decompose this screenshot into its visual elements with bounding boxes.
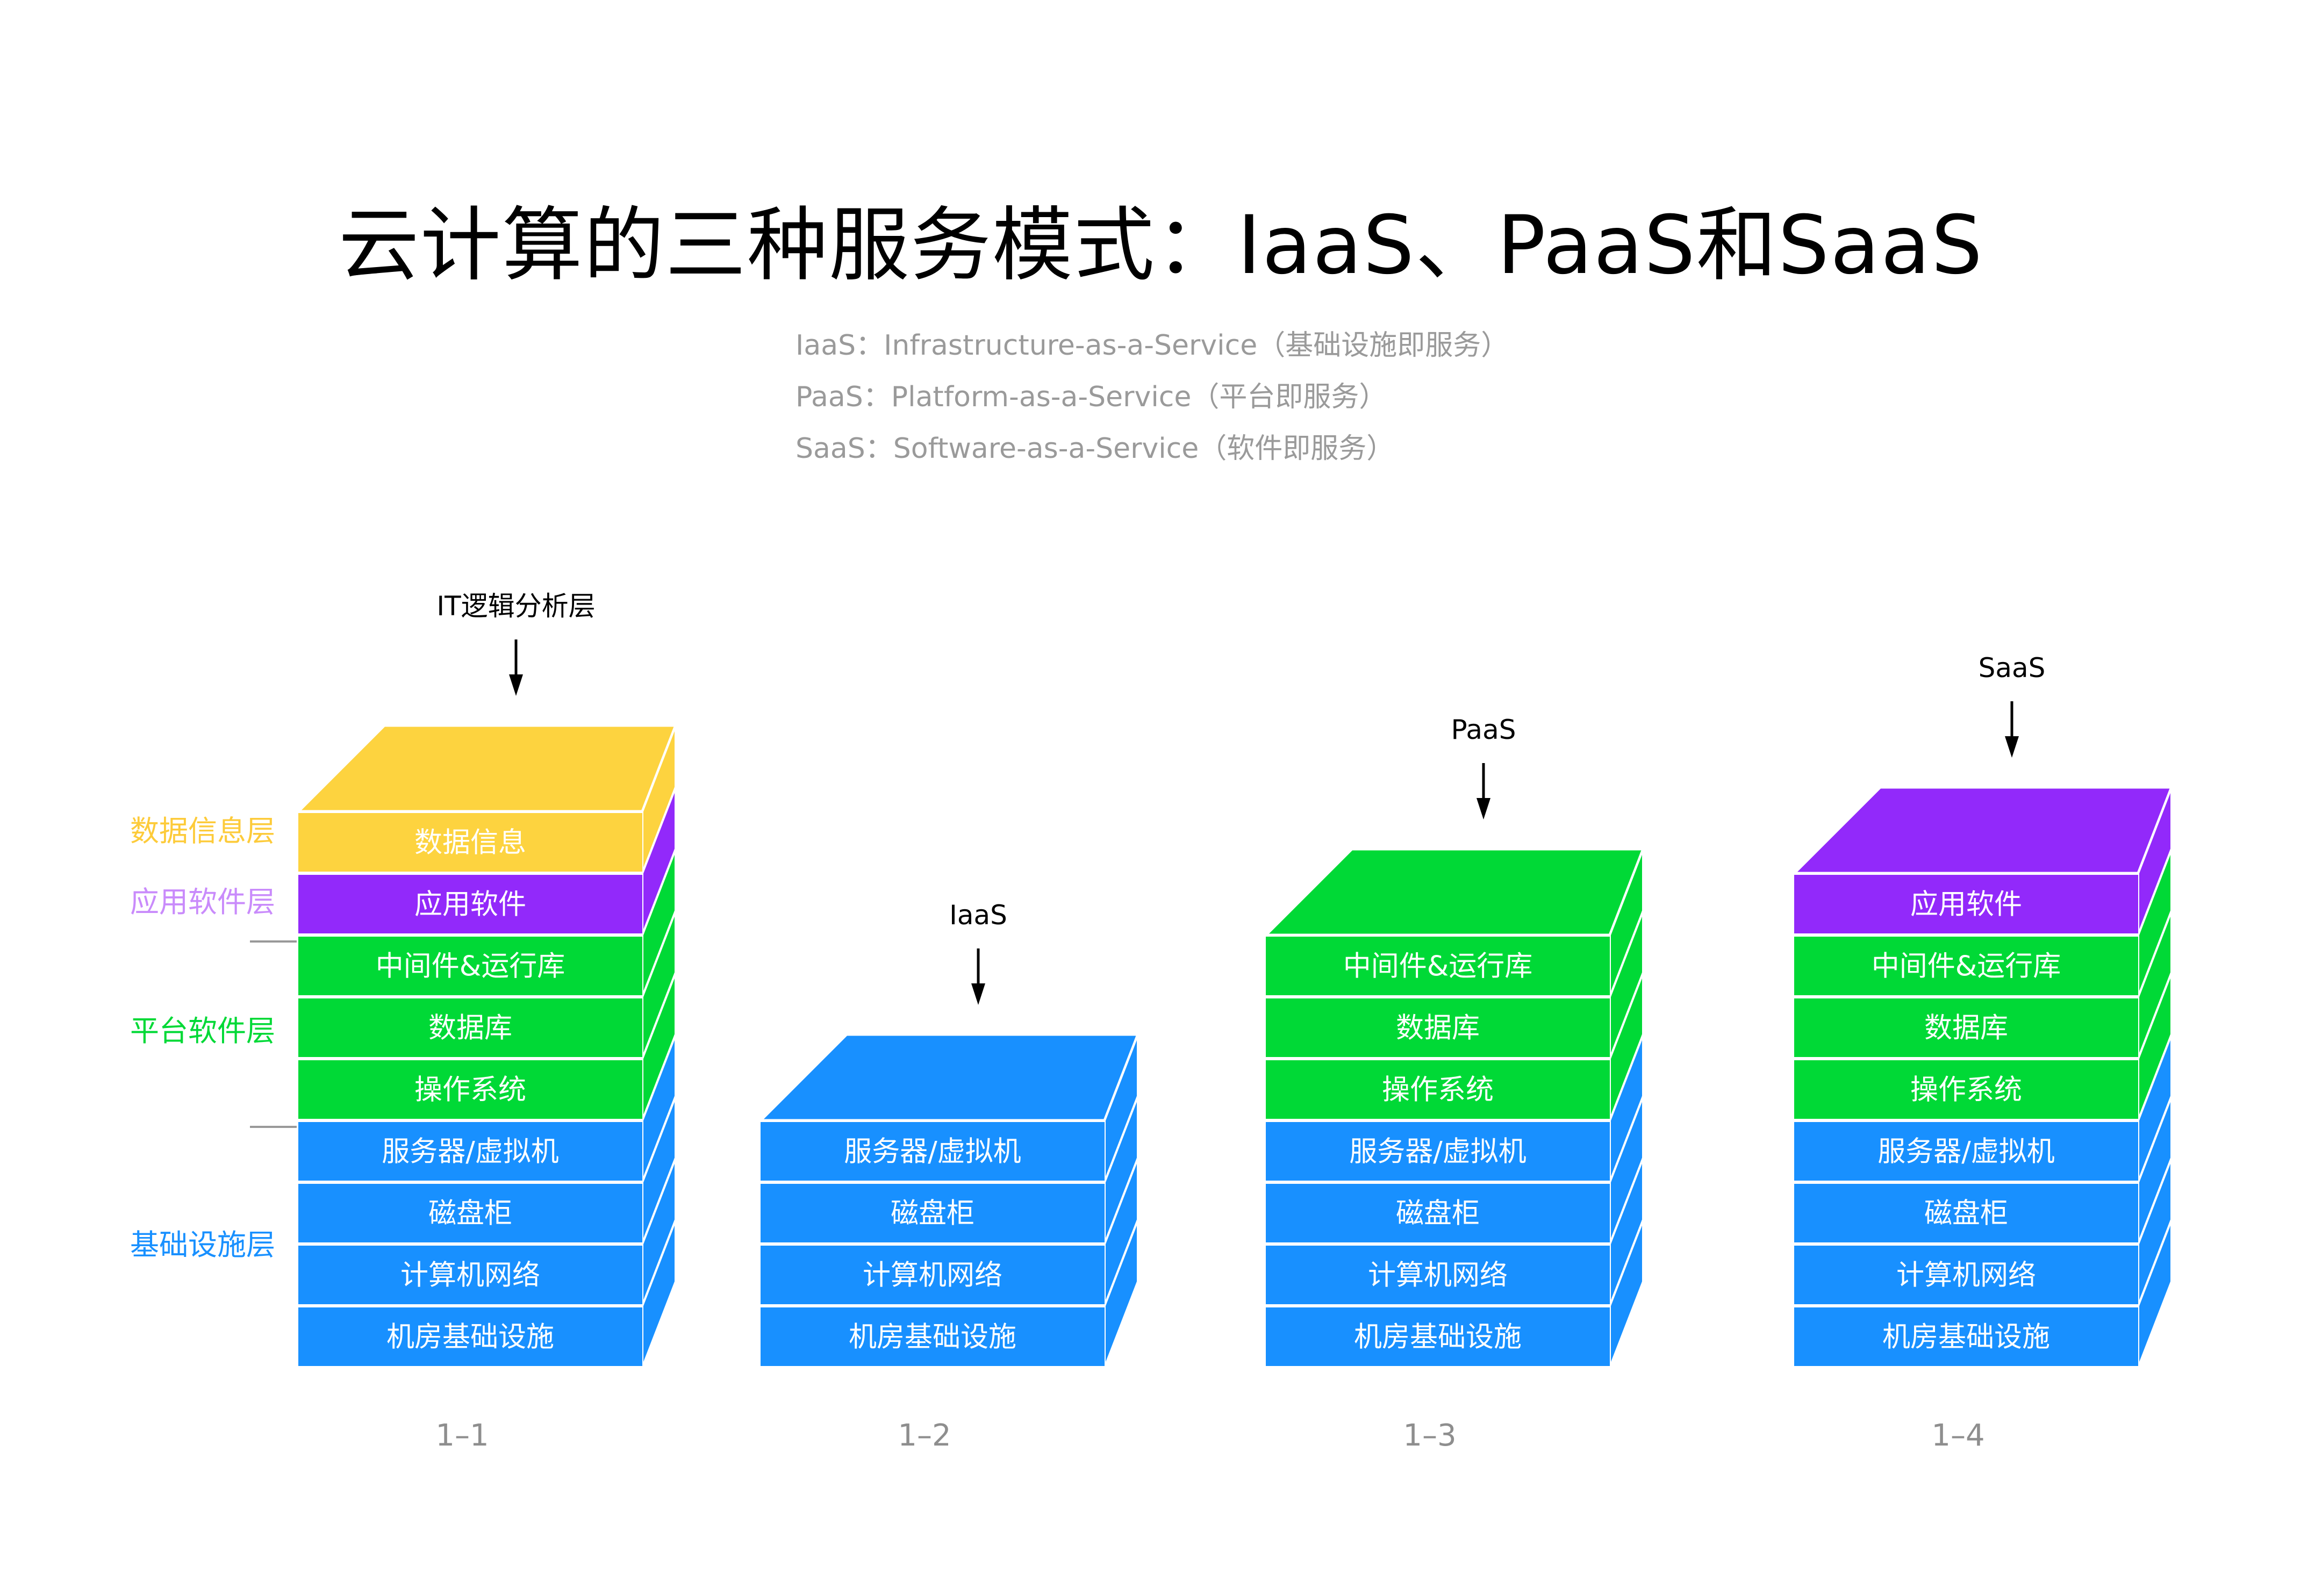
layer-infra bbox=[1794, 1184, 2138, 1242]
layer-label: 中间件&运行库 bbox=[1872, 951, 2061, 983]
layer-infra bbox=[1794, 1122, 2138, 1181]
layer-label: 中间件&运行库 bbox=[376, 951, 565, 983]
layer-label: 机房基础设施 bbox=[1354, 1321, 1522, 1354]
layer-label: 数据信息 bbox=[414, 827, 526, 859]
side-label-infra: 基础设施层 bbox=[130, 1228, 275, 1262]
side-label-app: 应用软件层 bbox=[130, 885, 275, 919]
layer-infra bbox=[298, 1307, 642, 1366]
layer-infra bbox=[298, 1184, 642, 1242]
definition-saas: SaaS：Software-as-a-Service（软件即服务） bbox=[796, 433, 1395, 465]
layer-label: 磁盘柜 bbox=[428, 1198, 512, 1230]
layer-label: 操作系统 bbox=[1910, 1074, 2022, 1106]
layer-label: 应用软件 bbox=[1910, 889, 2022, 921]
layer-infra bbox=[1266, 1307, 1610, 1366]
stack-caption: 1–1 bbox=[435, 1418, 489, 1453]
layer-label: 服务器/虚拟机 bbox=[1877, 1136, 2055, 1168]
layer-label: 磁盘柜 bbox=[1396, 1198, 1480, 1230]
arrow-head-icon bbox=[971, 983, 985, 1005]
layer-label: 操作系统 bbox=[1382, 1074, 1494, 1106]
stack-caption: 1–3 bbox=[1403, 1418, 1456, 1453]
layer-label: 中间件&运行库 bbox=[1343, 951, 1533, 983]
callout-label: IaaS bbox=[949, 900, 1007, 931]
stack-top-face bbox=[1262, 847, 1645, 937]
layer-platform bbox=[1266, 937, 1610, 995]
callout-label: SaaS bbox=[1979, 652, 2046, 684]
side-label-platform: 平台软件层 bbox=[130, 1014, 275, 1048]
layer-platform bbox=[1794, 937, 2138, 995]
definitions-list: IaaS：Infrastructure-as-a-Service（基础设施即服务… bbox=[796, 320, 1509, 475]
layer-platform bbox=[298, 937, 642, 995]
arrow-head-icon bbox=[2005, 736, 2019, 758]
definition-iaas: IaaS：Infrastructure-as-a-Service（基础设施即服务… bbox=[796, 329, 1509, 362]
layer-platform bbox=[1794, 1060, 2138, 1119]
layer-infra bbox=[1794, 1307, 2138, 1366]
layer-label: 磁盘柜 bbox=[1924, 1198, 2008, 1230]
layer-label: 数据库 bbox=[428, 1012, 512, 1045]
layer-label: 应用软件 bbox=[414, 889, 526, 921]
layer-app bbox=[1794, 875, 2138, 933]
layer-label: 计算机网络 bbox=[1368, 1260, 1508, 1292]
layer-label: 数据库 bbox=[1396, 1012, 1480, 1045]
layer-platform bbox=[298, 1060, 642, 1119]
stack-1-1: 数据信息应用软件中间件&运行库数据库操作系统服务器/虚拟机磁盘柜计算机网络机房基… bbox=[295, 591, 678, 1453]
layer-label: 服务器/虚拟机 bbox=[1349, 1136, 1526, 1168]
layer-data bbox=[298, 813, 642, 872]
stack-top-face bbox=[1790, 786, 2174, 875]
layer-label: 机房基础设施 bbox=[849, 1321, 1016, 1354]
layer-infra bbox=[298, 1246, 642, 1304]
layer-label: 服务器/虚拟机 bbox=[844, 1136, 1021, 1168]
stack-top-face bbox=[757, 1033, 1140, 1122]
layer-infra bbox=[1794, 1246, 2138, 1304]
layer-infra bbox=[1266, 1184, 1610, 1242]
layer-app bbox=[298, 875, 642, 933]
page-title: 云计算的三种服务模式：IaaS、PaaS和SaaS bbox=[338, 199, 1984, 292]
layer-label: 操作系统 bbox=[414, 1074, 526, 1106]
stack-top-face bbox=[295, 724, 678, 813]
callout-label: PaaS bbox=[1451, 714, 1516, 745]
stack-caption: 1–4 bbox=[1931, 1418, 1984, 1453]
layer-label: 机房基础设施 bbox=[1882, 1321, 2050, 1354]
layer-platform bbox=[1794, 998, 2138, 1057]
layer-infra bbox=[761, 1307, 1105, 1366]
layer-infra bbox=[761, 1246, 1105, 1304]
side-label-data: 数据信息层 bbox=[130, 814, 275, 848]
layer-platform bbox=[1266, 998, 1610, 1057]
layer-infra bbox=[1266, 1246, 1610, 1304]
layer-label: 计算机网络 bbox=[1896, 1260, 2036, 1292]
layer-infra bbox=[761, 1184, 1105, 1242]
arrow-head-icon bbox=[509, 674, 523, 696]
layer-label: 计算机网络 bbox=[863, 1260, 1002, 1292]
definition-paas: PaaS：Platform-as-a-Service（平台即服务） bbox=[796, 381, 1387, 413]
layer-label: 服务器/虚拟机 bbox=[382, 1136, 559, 1168]
layer-label: 计算机网络 bbox=[400, 1260, 540, 1292]
layer-platform bbox=[1266, 1060, 1610, 1119]
layer-platform bbox=[298, 998, 642, 1057]
callout-label: IT逻辑分析层 bbox=[436, 591, 595, 622]
layer-infra bbox=[761, 1122, 1105, 1181]
arrow-head-icon bbox=[1477, 798, 1490, 819]
layer-label: 数据库 bbox=[1924, 1012, 2008, 1045]
layer-infra bbox=[1266, 1122, 1610, 1181]
stack-caption: 1–2 bbox=[898, 1418, 951, 1453]
layer-label: 磁盘柜 bbox=[891, 1198, 974, 1230]
layer-infra bbox=[298, 1122, 642, 1181]
layer-label: 机房基础设施 bbox=[386, 1321, 554, 1354]
